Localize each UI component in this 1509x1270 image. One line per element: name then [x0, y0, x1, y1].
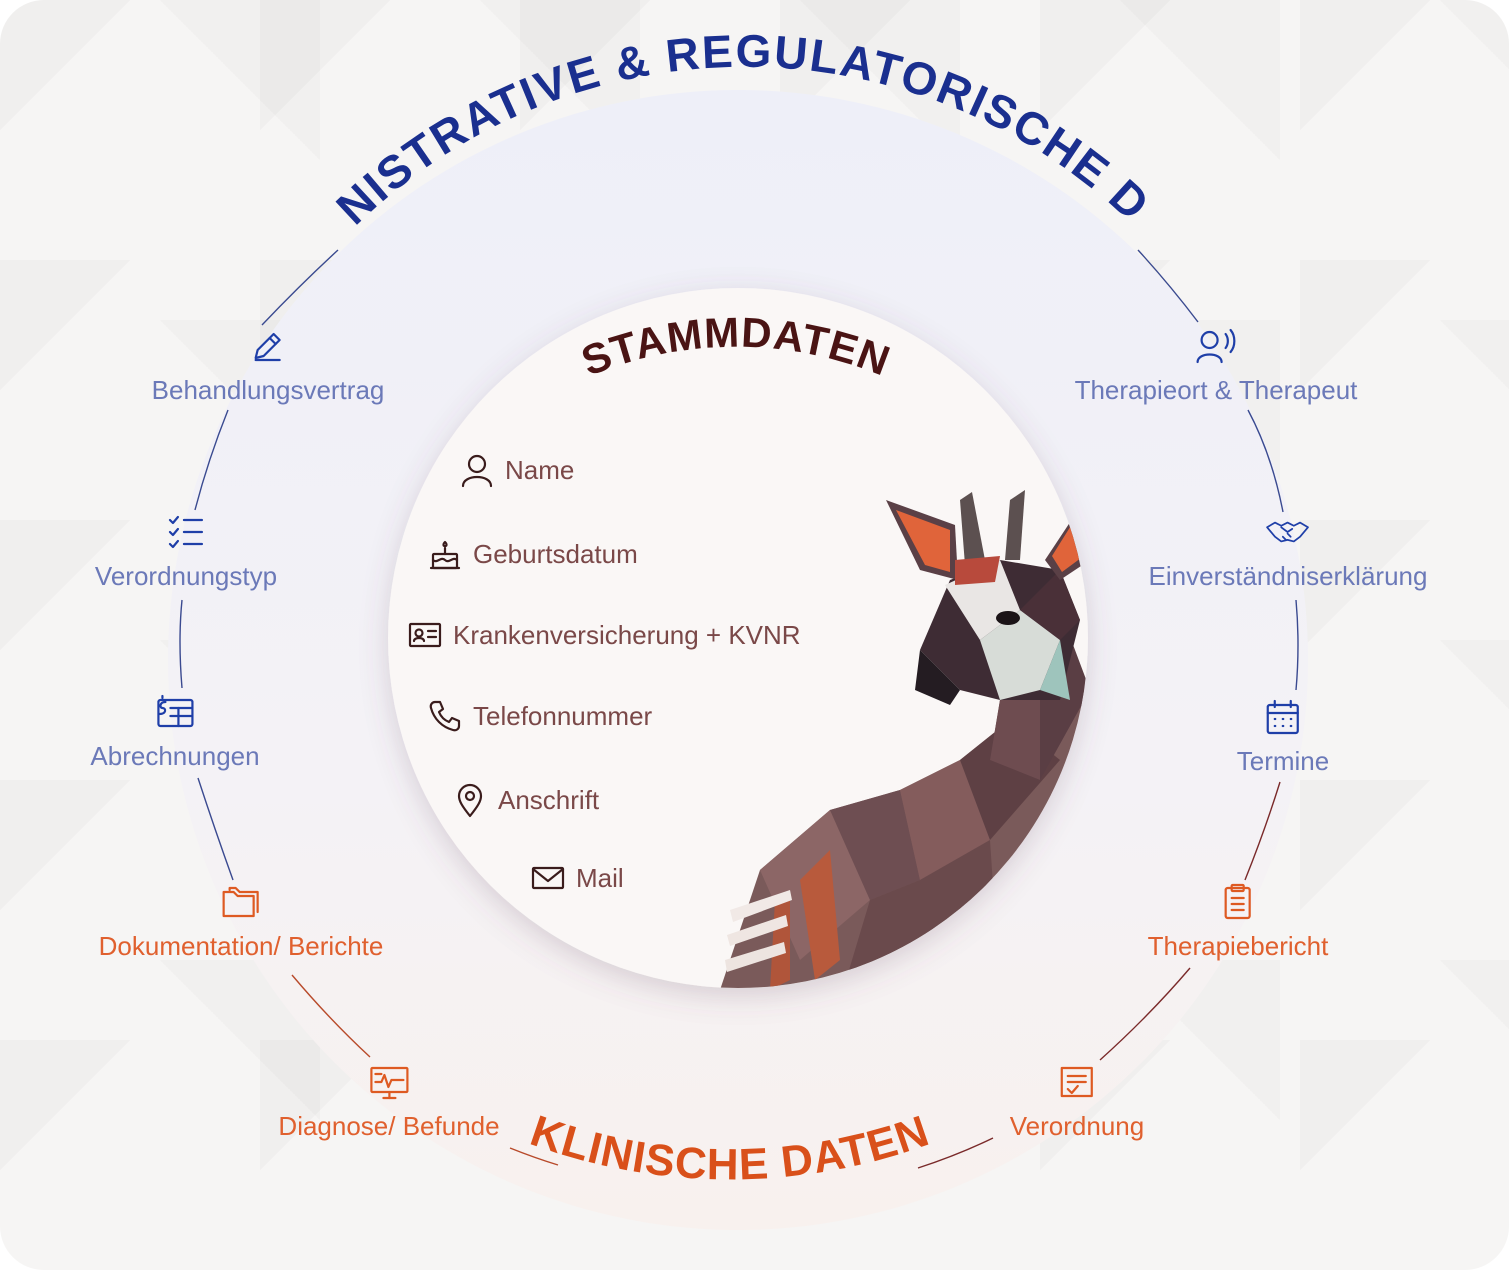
pencil-icon [246, 324, 290, 368]
ring-connector-lines [179, 249, 1299, 1169]
item-label: Therapieort & Therapeut [1074, 375, 1358, 405]
calendar-icon [1261, 695, 1305, 739]
stamm-label: Anschrift [498, 784, 600, 815]
phone-icon [425, 696, 465, 736]
item-verordnung: Verordnung [1010, 1060, 1144, 1142]
item-termine: Termine [1237, 695, 1329, 777]
stamm-telefonnummer: Telefonnummer [425, 696, 652, 736]
item-label: Therapiebericht [1147, 931, 1329, 961]
item-label: Diagnose/ Befunde [278, 1111, 500, 1141]
item-dokumentation: Dokumentation/ Berichte [98, 880, 384, 962]
checklist-icon [164, 510, 208, 554]
handshake-icon [1266, 510, 1310, 554]
item-verordnungstyp: Verordnungstyp [95, 510, 277, 592]
item-einverstaendnis: Einverständniserklärung [1148, 510, 1428, 592]
stamm-label: Telefonnummer [473, 700, 653, 731]
stamm-label: Name [505, 454, 575, 485]
stamm-label: Krankenversicherung + KVNR [453, 619, 801, 650]
item-label: Verordnungstyp [94, 561, 278, 591]
item-therapiebericht: Therapiebericht [1147, 880, 1329, 962]
cake-icon [425, 534, 465, 574]
stamm-name: Name [457, 450, 574, 490]
item-label: Termine [1236, 746, 1330, 776]
mail-icon [528, 858, 568, 898]
monitor-chart-icon [367, 1060, 411, 1104]
item-label: Verordnung [1009, 1111, 1145, 1141]
stamm-geburtsdatum: Geburtsdatum [425, 534, 638, 574]
item-behandlungsvertrag: Behandlungsvertrag [151, 324, 385, 406]
person-icon [457, 450, 497, 490]
id-card-icon [405, 615, 445, 655]
folder-icon [219, 880, 263, 924]
item-label: Dokumentation/ Berichte [98, 931, 384, 961]
stamm-mail: Mail [528, 858, 624, 898]
center-circle: STAMMDATEN [388, 288, 1088, 988]
billing-icon [153, 690, 197, 734]
item-abrechnungen: Abrechnungen [90, 690, 260, 772]
stamm-label: Mail [576, 862, 624, 893]
item-label: Abrechnungen [90, 741, 260, 771]
stamm-krankenversicherung: Krankenversicherung + KVNR [405, 615, 801, 655]
stamm-anschrift: Anschrift [450, 780, 599, 820]
item-label: Einverständniserklärung [1148, 561, 1428, 591]
clipboard-icon [1216, 880, 1260, 924]
speaking-person-icon [1194, 324, 1238, 368]
item-therapieort: Therapieort & Therapeut [1074, 324, 1358, 406]
stamm-label: Geburtsdatum [473, 538, 638, 569]
item-diagnose: Diagnose/ Befunde [278, 1060, 500, 1142]
prescription-icon [1055, 1060, 1099, 1104]
item-label: Behandlungsvertrag [151, 375, 385, 405]
location-pin-icon [450, 780, 490, 820]
